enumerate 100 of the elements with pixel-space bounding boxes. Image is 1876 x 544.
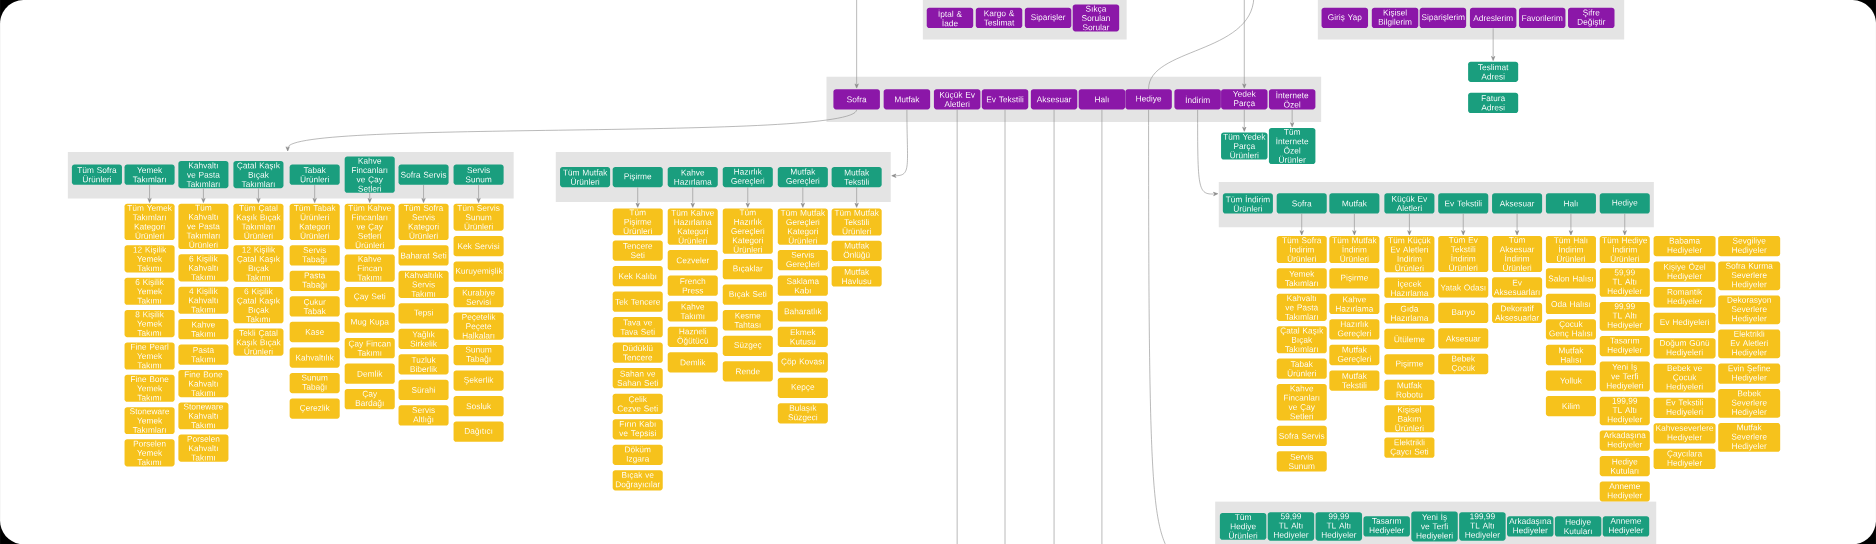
subcategory-box: Demlik bbox=[667, 352, 718, 373]
subcategory-box: 12 Kişilik Yemek Takımı bbox=[124, 245, 175, 273]
arrow bbox=[1622, 213, 1627, 235]
subcategory-box: Mutfak Severlere Hediyeler bbox=[1718, 422, 1781, 452]
subcategory-box: Hazırlık Gereçleri bbox=[1329, 319, 1380, 340]
node-label: Adreslerim bbox=[1473, 14, 1513, 21]
subcategory-box: Tüm Aksesuar İndirim Ürünleri bbox=[1492, 235, 1543, 272]
node-label: Pişirme bbox=[624, 172, 652, 181]
category-box: Anneme Hediyeler bbox=[1602, 516, 1650, 537]
node-label: İptal & İade bbox=[938, 9, 962, 27]
subcategory-box: Tüm Yemek Takımları Kategori Ürünleri bbox=[124, 203, 175, 240]
subcategory-box: Tuzluk Biberlik bbox=[398, 354, 449, 375]
arrow bbox=[1352, 213, 1357, 235]
category-box: Teslimat Adresi bbox=[1468, 61, 1519, 82]
arrow bbox=[800, 186, 805, 208]
subcategory-box: İçecek Hazırlama bbox=[1384, 277, 1435, 298]
arrow bbox=[1197, 109, 1219, 196]
category-box: Kahve Fincanları ve Çay Setleri bbox=[344, 156, 395, 193]
subcategory-box: 6 Kişilik Çatal Kaşık Bıçak Takımı bbox=[233, 286, 284, 324]
subcategory-box: Servis Tabağı bbox=[289, 245, 340, 266]
node-label: Aksesuar bbox=[1036, 96, 1072, 103]
arrow bbox=[854, 0, 859, 89]
subcategory-box: Tencere Seti bbox=[612, 240, 663, 261]
subcategory-box: Aksesuar bbox=[1438, 328, 1489, 349]
subcategory-box: Yemek Takımları bbox=[1276, 268, 1327, 289]
subcategory-box: Dekoratif Aksesuarlar bbox=[1492, 302, 1543, 323]
node-label: Kargo & Teslimat bbox=[983, 10, 1015, 26]
category-box: Tüm İnternete Özel Ürünler bbox=[1268, 127, 1316, 164]
subcategory-box: Tüm Sofra Servis Kategori Ürünleri bbox=[398, 203, 449, 240]
subcategory-box: Porselen Kahvaltı Takımı bbox=[178, 434, 229, 462]
node-label: Siparişlerim bbox=[1421, 13, 1465, 22]
connector-line bbox=[1053, 109, 1055, 544]
node-label: Hediye Kutuları bbox=[1564, 518, 1592, 534]
arrow bbox=[201, 188, 206, 203]
arrow bbox=[690, 186, 695, 208]
subcategory-box: Kahveseverlere Hediyeler bbox=[1653, 423, 1716, 444]
connector-line bbox=[956, 109, 958, 544]
subcategory-box: Tüm Mutfak İndirim Ürünleri bbox=[1329, 235, 1380, 263]
category-box: Yeni İş ve Terfi Hediyeleri bbox=[1411, 511, 1458, 542]
node-label: 199,99 TL Altı Hediyeler bbox=[1465, 513, 1500, 540]
subcategory-box: Bebek Severlere Hediyeler bbox=[1718, 388, 1781, 418]
subcategory-box: Kahve Fincanları ve Çay Setleri bbox=[1276, 383, 1327, 421]
subcategory-box: Rende bbox=[722, 361, 773, 382]
category-box: Tüm Yedek Parça Ürünleri bbox=[1221, 132, 1268, 160]
subcategory-box: Ütüleme bbox=[1384, 328, 1435, 349]
node-label: İndirim bbox=[1185, 95, 1210, 103]
subcategory-box: Tüm Kahve Fincanları ve Çay Setleri Ürünleri bbox=[344, 203, 395, 250]
node-label: Kişisel Bilgilerim bbox=[1378, 9, 1412, 27]
subcategory-box: Tüm Kahvaltı ve Pasta Takımları Ürünleri bbox=[178, 203, 229, 249]
category-box: Hediye bbox=[1599, 193, 1650, 214]
node-label: Hediye bbox=[1136, 95, 1162, 104]
subcategory-box: Pişirme bbox=[1384, 354, 1435, 375]
subcategory-box: Fine Bone Kahvaltı Takımı bbox=[178, 369, 229, 397]
subcategory-box: Bıçak ve Doğrayıcılar bbox=[612, 470, 663, 491]
subcategory-box: Tüm Pişirme Ürünleri bbox=[612, 208, 663, 236]
subcategory-box: Tekli Çatal Kaşık Bıçak Ürünleri bbox=[233, 328, 284, 356]
subcategory-box: 12 Kişilik Çatal Kaşık Bıçak Takımı bbox=[233, 245, 284, 282]
subcategory-box: Tüm Mutfak Gereçleri Kategori Ürünleri bbox=[777, 208, 828, 245]
category-box: Tasarım Hediyeler bbox=[1363, 516, 1410, 537]
subcategory-box: Anneme Hediyeler bbox=[1599, 481, 1650, 502]
subcategory-box: Bebek Çocuk bbox=[1438, 353, 1489, 374]
subcategory-box: Mutfak Havlusu bbox=[831, 266, 882, 287]
arrow bbox=[421, 184, 426, 203]
subcategory-box: Tüm Kahve Hazırlama Kategori Ürünleri bbox=[667, 208, 718, 245]
node-label: Ev Tekstili bbox=[986, 96, 1024, 103]
subcategory-box: Yatak Odası bbox=[1438, 277, 1489, 298]
subcategory-box: Stoneware Kahvaltı Takımı bbox=[178, 402, 229, 430]
arrow bbox=[1515, 213, 1520, 235]
node-label: İnternete Özel bbox=[1276, 90, 1309, 108]
node-label: Favorilerim bbox=[1522, 14, 1563, 21]
subcategory-box: Çocuk Genç Halısı bbox=[1545, 319, 1596, 340]
subcategory-box: Servis Sunum bbox=[1276, 451, 1327, 472]
subcategory-box: Çöp Kovası bbox=[777, 352, 828, 373]
subcategory-box: Mug Kupa bbox=[344, 312, 395, 333]
subcategory-box: Ev Aksesuarları bbox=[1492, 277, 1543, 298]
node-label: Tüm Hediye Ürünleri bbox=[1229, 514, 1258, 539]
subcategory-box: Salon Halısı bbox=[1545, 268, 1596, 289]
category-box: Hediye Kutuları bbox=[1554, 516, 1602, 537]
subcategory-box: Tepsi bbox=[398, 303, 449, 324]
category-box: Halı bbox=[1545, 193, 1596, 214]
arrow bbox=[1299, 213, 1304, 235]
subcategory-box: Porselen Yemek Takımı bbox=[124, 439, 175, 467]
arrow bbox=[285, 109, 857, 152]
subcategory-box: 59,99 TL Altı Hediyeler bbox=[1599, 268, 1650, 297]
arrow bbox=[745, 186, 750, 208]
category-box: Aksesuar bbox=[1492, 193, 1543, 214]
node-label: Sıkça Sorulan Sorular bbox=[1081, 5, 1110, 31]
nav-box: Şifre Değiştir bbox=[1568, 7, 1615, 28]
arrow bbox=[891, 109, 908, 178]
arrow bbox=[476, 184, 481, 203]
node-label: 59,99 TL Altı Hediyeler bbox=[1274, 513, 1309, 540]
node-label: Anneme Hediyeler bbox=[1609, 517, 1644, 535]
node-label: Siparişler bbox=[1031, 13, 1066, 22]
subcategory-box: Çerezlik bbox=[289, 398, 340, 419]
subcategory-box: Kahve Hazırlama bbox=[1329, 293, 1380, 314]
subcategory-box: Evin Şefine Hediyeler bbox=[1718, 363, 1781, 384]
subcategory-box: Tüm Mutfak Tekstili Ürünleri bbox=[831, 208, 882, 236]
arrow bbox=[147, 184, 152, 203]
arrow bbox=[854, 186, 859, 208]
subcategory-box: Çatal Kaşık Bıçak Takımları bbox=[1276, 326, 1327, 354]
